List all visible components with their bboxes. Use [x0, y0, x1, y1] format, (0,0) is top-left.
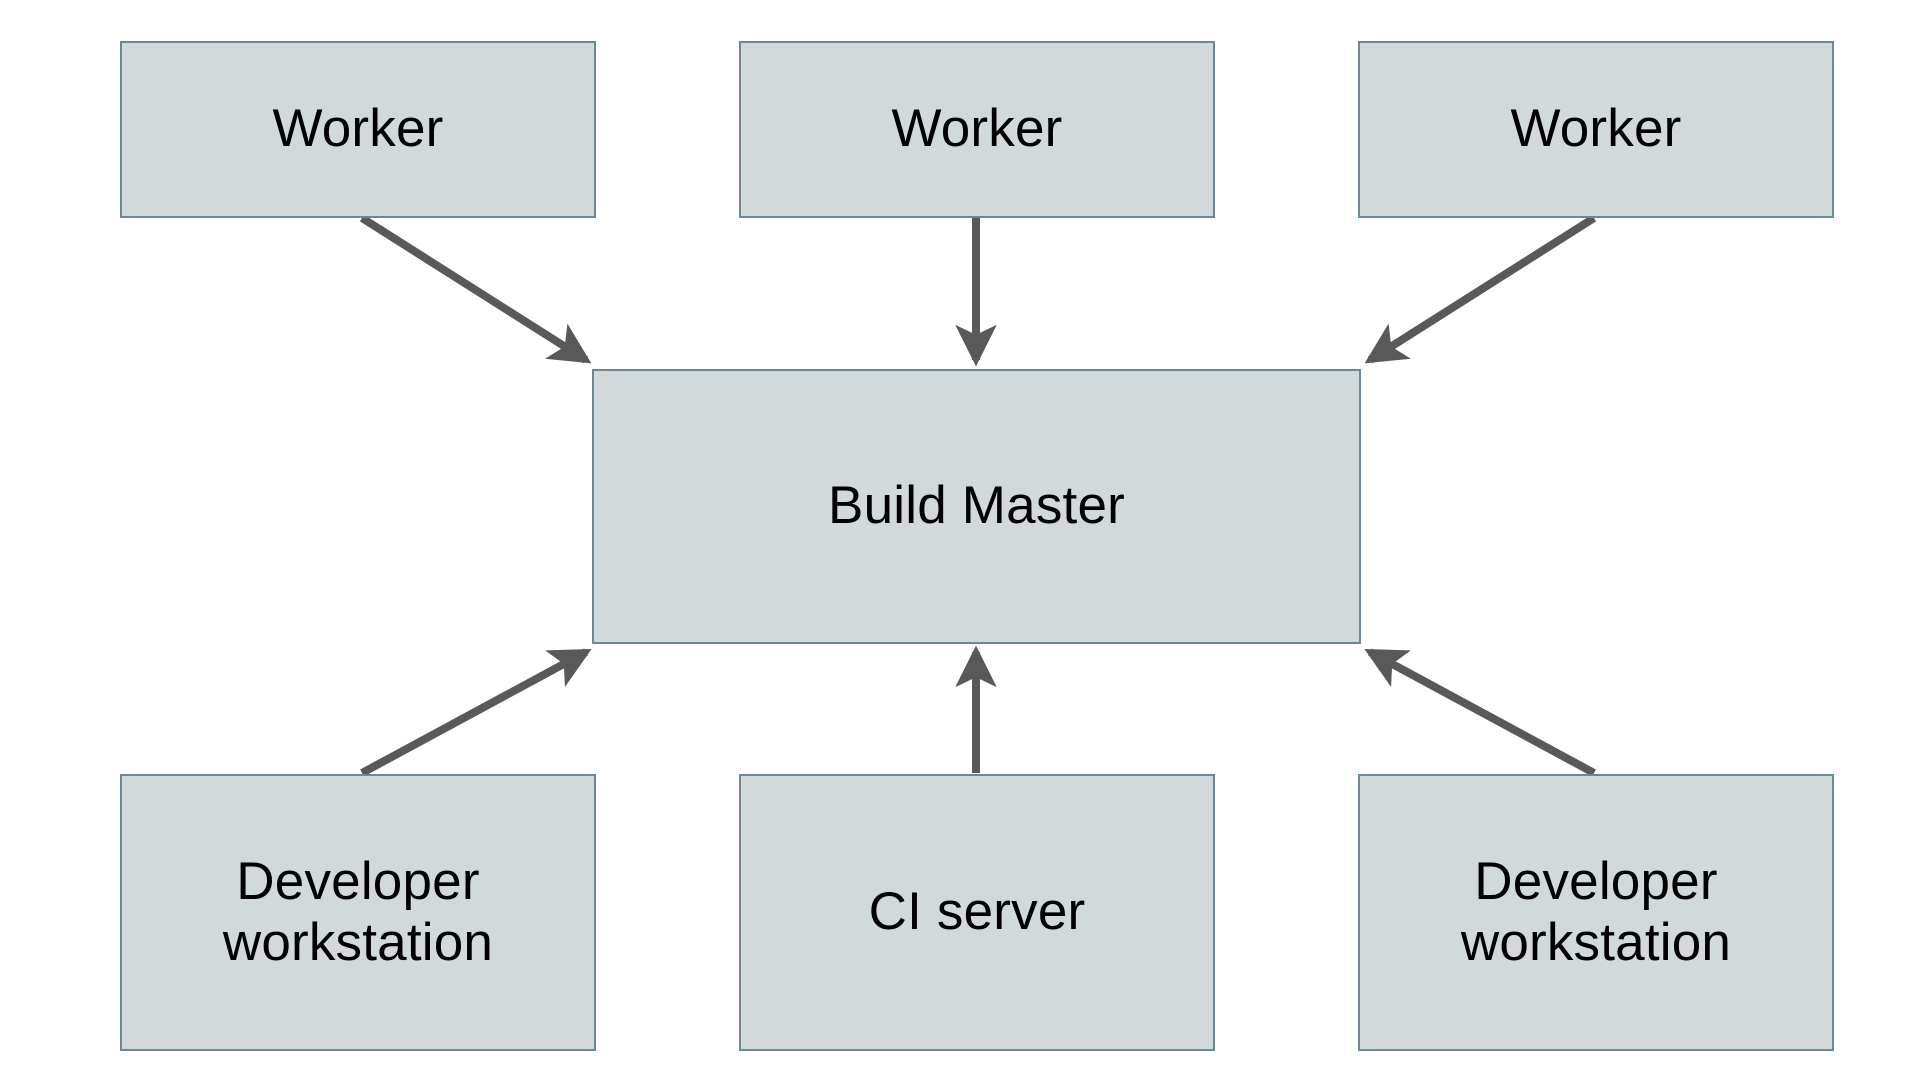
- node-ci-server[interactable]: CI server: [739, 774, 1215, 1051]
- edge-dev-left-to-build-master: [360, 648, 592, 777]
- node-worker-2[interactable]: Worker: [739, 41, 1215, 218]
- node-worker-3-label: Worker: [1510, 99, 1682, 159]
- node-build-master[interactable]: Build Master: [592, 369, 1361, 644]
- node-developer-workstation-left-label: Developer workstation: [222, 851, 494, 972]
- node-ci-server-label: CI server: [868, 882, 1086, 942]
- node-worker-3[interactable]: Worker: [1358, 41, 1834, 218]
- node-worker-1[interactable]: Worker: [120, 41, 596, 218]
- node-developer-workstation-right-label: Developer workstation: [1460, 851, 1732, 972]
- node-worker-2-label: Worker: [891, 99, 1063, 159]
- node-build-master-label: Build Master: [828, 476, 1125, 536]
- edge-worker3-to-build-master: [1364, 214, 1597, 364]
- edge-worker1-to-build-master: [359, 214, 592, 364]
- node-worker-1-label: Worker: [272, 99, 444, 159]
- node-developer-workstation-right[interactable]: Developer workstation: [1358, 774, 1834, 1051]
- node-developer-workstation-left[interactable]: Developer workstation: [120, 774, 596, 1051]
- edge-dev-right-to-build-master: [1364, 648, 1596, 777]
